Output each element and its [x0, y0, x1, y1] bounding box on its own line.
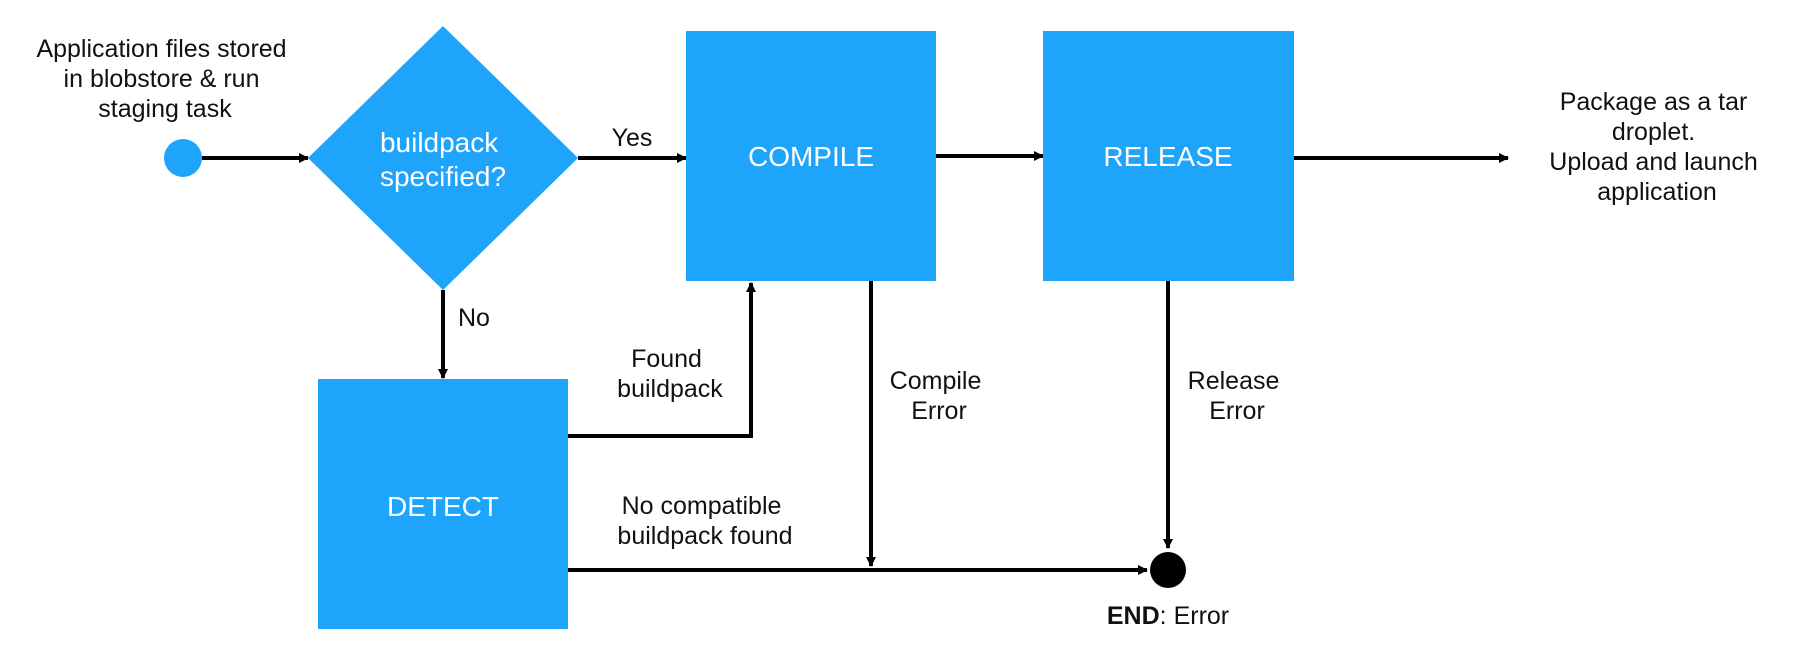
outcome-description: Package as a tar droplet. Upload and lau… — [1549, 88, 1764, 206]
edge-found-label: Found buildpack — [617, 345, 723, 403]
edge-found-buildpack — [568, 282, 756, 438]
compile-label: COMPILE — [748, 141, 874, 172]
end-label: END: Error — [1107, 602, 1229, 630]
end-node — [1150, 552, 1186, 588]
release-label: RELEASE — [1103, 141, 1232, 172]
start-description: Application files stored in blobstore & … — [36, 35, 293, 123]
decision-label: buildpack specified? — [380, 127, 506, 192]
edge-no-compatible-label: No compatible buildpack found — [617, 492, 792, 550]
decision-buildpack-specified — [308, 26, 578, 290]
detect-label: DETECT — [387, 491, 499, 522]
edge-yes-label: Yes — [612, 124, 653, 152]
compile-node — [686, 31, 936, 281]
detect-node — [318, 379, 568, 629]
edge-compile-error-label: Compile Error — [890, 367, 989, 425]
edge-no-label: No — [458, 304, 490, 332]
release-node — [1043, 31, 1294, 281]
edge-release-error-label: Release Error — [1188, 367, 1287, 425]
start-node — [164, 139, 202, 177]
